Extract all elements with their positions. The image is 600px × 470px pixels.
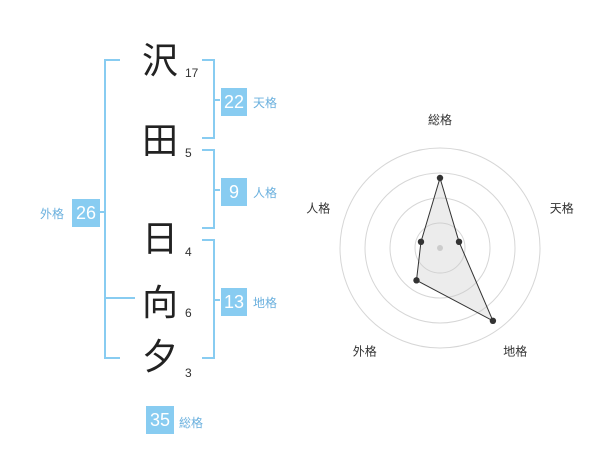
radar-ring-4 <box>339 147 541 349</box>
name-char-3: 日 <box>141 219 178 260</box>
radar-axis-label-2: 天格 <box>550 200 574 215</box>
stroke-count-3: 4 <box>185 245 192 259</box>
stroke-count-4: 6 <box>185 306 192 320</box>
soukaku-label: 総格 <box>179 416 204 430</box>
chikaku-label: 地格 <box>253 296 278 310</box>
tenkaku-value: 22 <box>221 88 247 116</box>
radar-center-dot <box>437 245 443 251</box>
jinkaku-value: 9 <box>221 178 247 206</box>
gaikaku-value: 26 <box>72 199 100 227</box>
radar-ring-3 <box>364 172 516 324</box>
tenkaku-label: 天格 <box>253 96 278 110</box>
radar-point-1 <box>436 174 444 182</box>
name-char-1: 沢 <box>141 41 178 82</box>
stroke-count-1: 17 <box>185 66 199 80</box>
chikaku-value: 13 <box>221 288 247 316</box>
radar-axis-label-4: 外格 <box>353 344 377 359</box>
gaikaku-bracket <box>104 59 120 359</box>
radar-point-4 <box>413 277 420 284</box>
radar-ring-1 <box>414 222 466 274</box>
radar-point-3 <box>489 317 497 325</box>
stroke-count-2: 5 <box>185 146 192 160</box>
jinkaku-label: 人格 <box>253 186 278 200</box>
radar-axis-label-5: 人格 <box>306 200 330 215</box>
radar-ring-2 <box>389 197 491 299</box>
name-char-2: 田 <box>141 121 178 162</box>
name-char-5: 夕 <box>141 337 178 378</box>
radar-point-5 <box>417 238 425 246</box>
soukaku-value: 35 <box>146 406 174 434</box>
radar-axis-label-1: 総格 <box>428 112 452 127</box>
radar-point-2 <box>455 238 463 246</box>
gaikaku-label: 外格 <box>40 207 65 221</box>
radar-axis-label-3: 地格 <box>503 344 527 359</box>
name-char-4: 向 <box>141 283 178 324</box>
stroke-count-5: 3 <box>185 366 192 380</box>
radar-area <box>415 176 494 322</box>
